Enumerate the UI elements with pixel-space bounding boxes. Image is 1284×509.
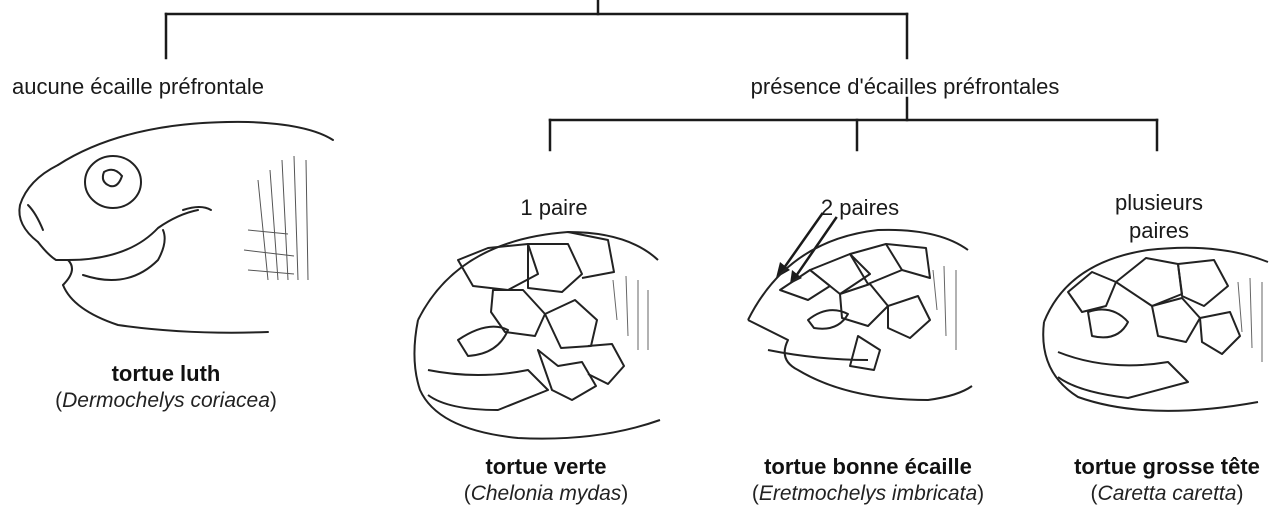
green-turtle-head-illustration — [398, 220, 668, 450]
common-name: tortue luth — [55, 360, 277, 387]
label-no-prefrontal: aucune écaille préfrontale — [12, 74, 264, 100]
species-green-turtle: tortue verte (Chelonia mydas) — [464, 453, 629, 507]
scientific-name: (Eretmochelys imbricata) — [752, 480, 984, 507]
scientific-name: (Chelonia mydas) — [464, 480, 629, 507]
label-several-pairs-line1: plusieurs — [1115, 190, 1203, 216]
species-leatherback: tortue luth (Dermochelys coriacea) — [55, 360, 277, 414]
scientific-name: (Caretta caretta) — [1074, 480, 1260, 507]
common-name: tortue grosse tête — [1074, 453, 1260, 480]
label-one-pair: 1 paire — [520, 195, 587, 221]
label-prefrontal-present: présence d'écailles préfrontales — [751, 74, 1060, 100]
common-name: tortue bonne écaille — [752, 453, 984, 480]
species-hawksbill: tortue bonne écaille (Eretmochelys imbri… — [752, 453, 984, 507]
leatherback-head-illustration — [8, 110, 338, 340]
hawksbill-head-illustration — [728, 210, 978, 420]
species-loggerhead: tortue grosse tête (Caretta caretta) — [1074, 453, 1260, 507]
scientific-name: (Dermochelys coriacea) — [55, 387, 277, 414]
common-name: tortue verte — [464, 453, 629, 480]
loggerhead-head-illustration — [1028, 222, 1282, 422]
